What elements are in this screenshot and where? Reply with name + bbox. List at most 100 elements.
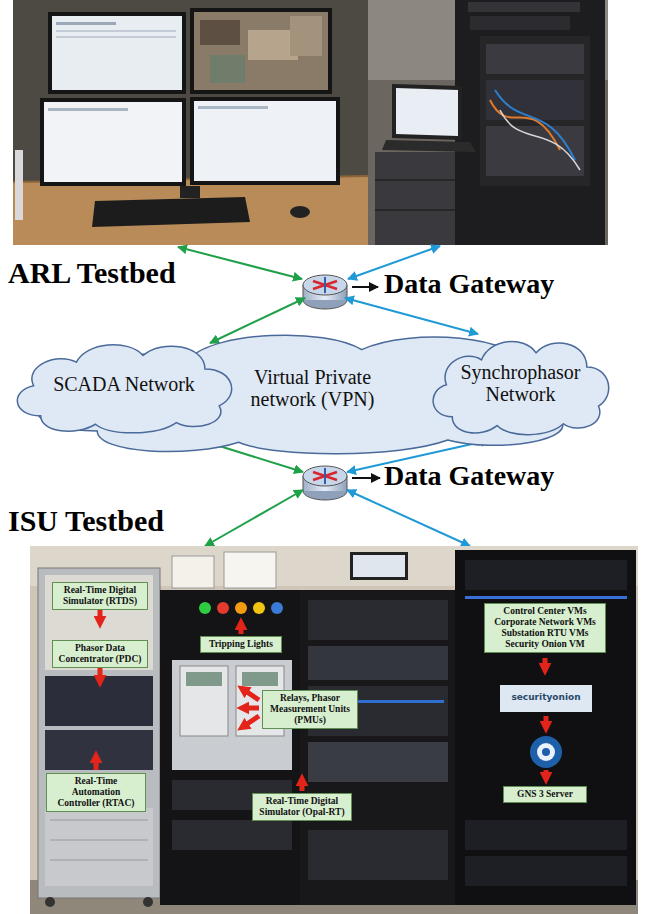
isu-rack-photo — [308, 646, 448, 680]
isu-rack-photo — [160, 590, 300, 905]
isu-rack-photo — [235, 602, 247, 614]
arl-workstation-photo — [92, 197, 250, 227]
callout-box: Tripping Lights — [200, 636, 282, 653]
callout-arrow — [248, 706, 259, 711]
network-cloud: SCADA Network — [5, 332, 243, 436]
link-arrow — [178, 247, 302, 279]
arl-opal-rt-photo — [486, 44, 584, 74]
callout-arrow — [98, 610, 103, 617]
isu-rack-photo — [45, 730, 153, 770]
arl-opal-rt-photo — [375, 209, 455, 211]
callout-box: Relays, Phasor Measurement Units (PMUs) — [262, 690, 358, 729]
arl-workstation-photo — [200, 20, 240, 45]
isu-rack-photo — [308, 830, 448, 880]
router-icon — [324, 468, 326, 484]
arl-workstation-photo — [52, 16, 182, 90]
cloud-text-area: SCADA Network — [5, 332, 243, 436]
callout-text: Real-Time Digital Simulator (Opal-RT) — [256, 796, 348, 818]
arl-opal-rt-photo — [375, 179, 455, 181]
callout-box: Real-Time Digital Simulator (Opal-RT) — [252, 793, 352, 821]
isu-rack-photo — [45, 808, 153, 886]
isu-rack-photo — [217, 602, 229, 614]
isu-rack-photo — [465, 820, 627, 850]
arl-opal-rt-photo — [392, 84, 462, 140]
arl-opal-rt-photo — [375, 152, 455, 245]
cloud-outline — [433, 341, 609, 434]
callout-arrow — [544, 716, 549, 722]
isu-rack-photo — [465, 856, 627, 886]
isu-rack-photo — [45, 897, 55, 907]
callout-text: Control Center VMs Corporate Network VMs… — [488, 606, 602, 650]
callout-box: Control Center VMs Corporate Network VMs… — [484, 603, 606, 653]
callout-text: GNS 3 Server — [507, 789, 583, 800]
arl-workstation-photo — [13, 0, 368, 245]
screen-logo-text: securityonion — [500, 692, 592, 702]
callout-text: Phasor Data Concentrator (PDC) — [56, 643, 144, 665]
arl-workstation-photo — [48, 12, 186, 94]
arl-workstation-photo — [40, 98, 186, 186]
isu-rack-photo — [308, 600, 448, 640]
isu-rack-photo — [172, 556, 214, 588]
isu-rack-photo — [500, 685, 592, 712]
arl-workstation-photo — [44, 102, 182, 182]
isu-rack-photo — [242, 672, 278, 686]
arl-workstation-photo — [56, 22, 116, 25]
network-name: Synchrophasor Network — [446, 361, 596, 406]
arl-opal-rt-photo — [368, 0, 608, 245]
arl-workstation-photo — [190, 97, 340, 185]
callout-text: Tripping Lights — [204, 639, 278, 650]
isu-rack-photo — [180, 666, 228, 736]
callout-arrow — [239, 629, 244, 634]
router-icon — [303, 466, 347, 500]
arl-workstation-photo — [290, 206, 310, 218]
isu-rack-photo — [465, 560, 627, 590]
isu-rack-photo — [455, 550, 636, 905]
isu-rack-photo — [300, 590, 455, 905]
callout-box: GNS 3 Server — [503, 786, 587, 803]
isu-rack-photo — [530, 736, 562, 768]
router-icon — [324, 277, 326, 293]
isu-rack-photo — [537, 743, 555, 761]
isu-rack-photo — [353, 555, 405, 577]
link-arrow — [345, 298, 478, 334]
arl-opal-rt-photo — [468, 2, 580, 12]
router-icon — [303, 275, 347, 309]
callout-arrow — [96, 610, 546, 791]
isu-rack-photo — [45, 676, 153, 726]
isu-rack-photo — [308, 742, 448, 782]
callout-box: Real-Time Digital Simulator (RTDS) — [52, 582, 148, 610]
network-name: Virtual Private network (VPN) — [248, 366, 378, 411]
callout-box: Phasor Data Concentrator (PDC) — [52, 640, 148, 668]
link-arrow — [347, 490, 470, 546]
arl-opal-rt-photo — [368, 0, 608, 245]
arl-opal-rt-photo — [470, 16, 570, 30]
isu-rack-photo — [45, 575, 153, 670]
isu-rack-photo — [172, 820, 292, 850]
arl-opal-rt-photo — [480, 36, 590, 186]
isu-rack-photo — [271, 602, 283, 614]
arl-workstation-photo — [56, 30, 176, 32]
callout-arrow — [247, 692, 259, 700]
gateway-label: Data Gateway — [384, 268, 554, 300]
callout-text: Real-Time Automation Controller (RTAC) — [50, 776, 142, 809]
link-arrow — [205, 490, 303, 546]
callout-text: Relays, Phasor Measurement Units (PMUs) — [266, 693, 354, 726]
isu-rack-photo — [186, 672, 222, 686]
network-name: SCADA Network — [49, 373, 199, 395]
arl-workstation-photo — [13, 176, 368, 245]
isu-rack-photo — [350, 552, 408, 580]
callout-arrow — [98, 668, 103, 676]
arl-opal-rt-photo — [455, 0, 605, 245]
arl-workstation-photo — [190, 8, 332, 94]
isu-rack-photo — [50, 820, 148, 821]
arl-opal-rt-photo — [382, 140, 476, 152]
arl-workstation-photo — [194, 12, 328, 90]
testbed-title: ARL Testbed — [8, 256, 176, 290]
arl-workstation-photo — [13, 0, 368, 245]
callout-arrow — [94, 762, 99, 770]
arl-workstation-photo — [290, 16, 322, 56]
link-arrow — [352, 477, 380, 479]
isu-rack-photo — [143, 897, 153, 907]
isu-rack-photo — [224, 552, 276, 588]
isu-rack-photo — [465, 596, 627, 599]
